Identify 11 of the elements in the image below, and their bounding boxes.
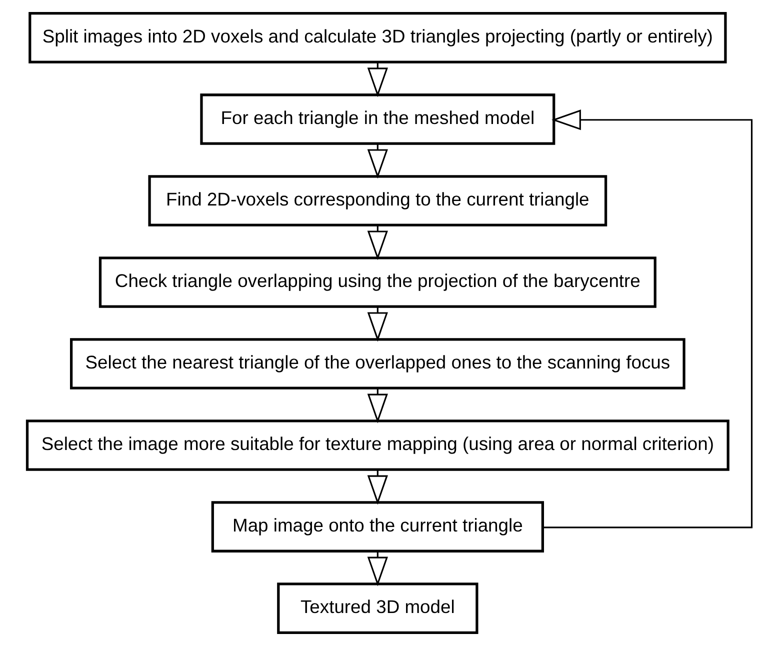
node-box: Select the nearest triangle of the overlapped ones to the scanning focus bbox=[70, 338, 685, 390]
node-box: Split images into 2D voxels and calculate 3D triangles projecting (partly or entirely) bbox=[28, 12, 726, 64]
arrow bbox=[366, 388, 388, 424]
node-box: Textured 3D model bbox=[276, 582, 478, 634]
arrow bbox=[542, 110, 752, 528]
node-box: For each triangle in the meshed model bbox=[200, 94, 555, 145]
node-box: Check triangle overlapping using the projection of the barycentre bbox=[98, 256, 656, 308]
arrow bbox=[366, 470, 388, 505]
node-box: Select the image more suitable for texture mapping (using area or normal criterion) bbox=[25, 420, 729, 471]
node-box: Find 2D-voxels corresponding to the current triangle bbox=[148, 175, 607, 226]
node-box: Map image onto the current triangle bbox=[210, 501, 544, 552]
